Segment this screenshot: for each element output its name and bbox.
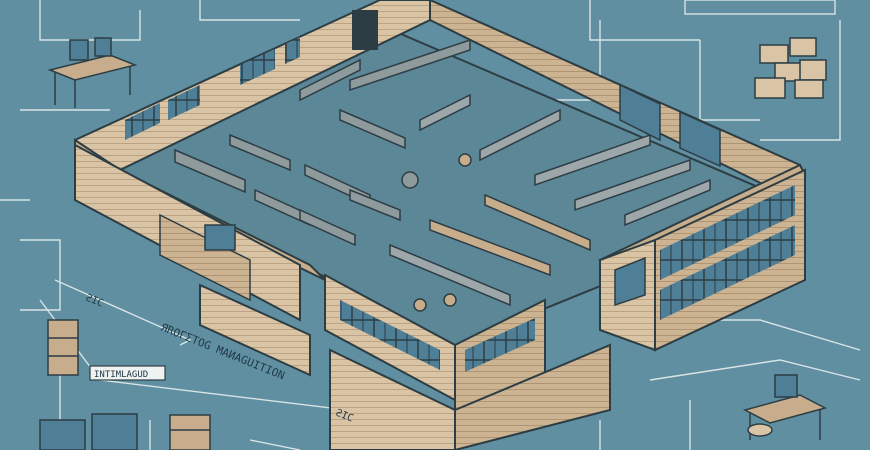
back-left-windows [125, 37, 300, 140]
back-right-windows [619, 83, 721, 168]
office-side-window [614, 256, 646, 307]
side-label-box: INTIMLAGUD [89, 365, 166, 381]
monitors-icon [39, 413, 138, 450]
front-center-windows [340, 300, 440, 370]
factory-machinery [174, 38, 711, 312]
cardboard-boxes-icon [754, 37, 827, 99]
front-right-low-windows [465, 318, 535, 372]
left-block-window [204, 224, 236, 251]
front-left-wall [199, 283, 311, 377]
office-windows [660, 185, 795, 320]
shelving-unit-icon-2 [169, 414, 211, 450]
front-bottom-wall [329, 348, 456, 450]
floor-label-1: ƧIC [84, 293, 105, 310]
side-label-text: INTIMLAGUD [94, 370, 148, 380]
back-door [352, 10, 378, 50]
front-bottom-right-wall [454, 343, 611, 450]
computer-desk-icon [47, 37, 138, 108]
shelving-unit-icon [47, 319, 79, 376]
office-desk-icon [742, 374, 828, 440]
